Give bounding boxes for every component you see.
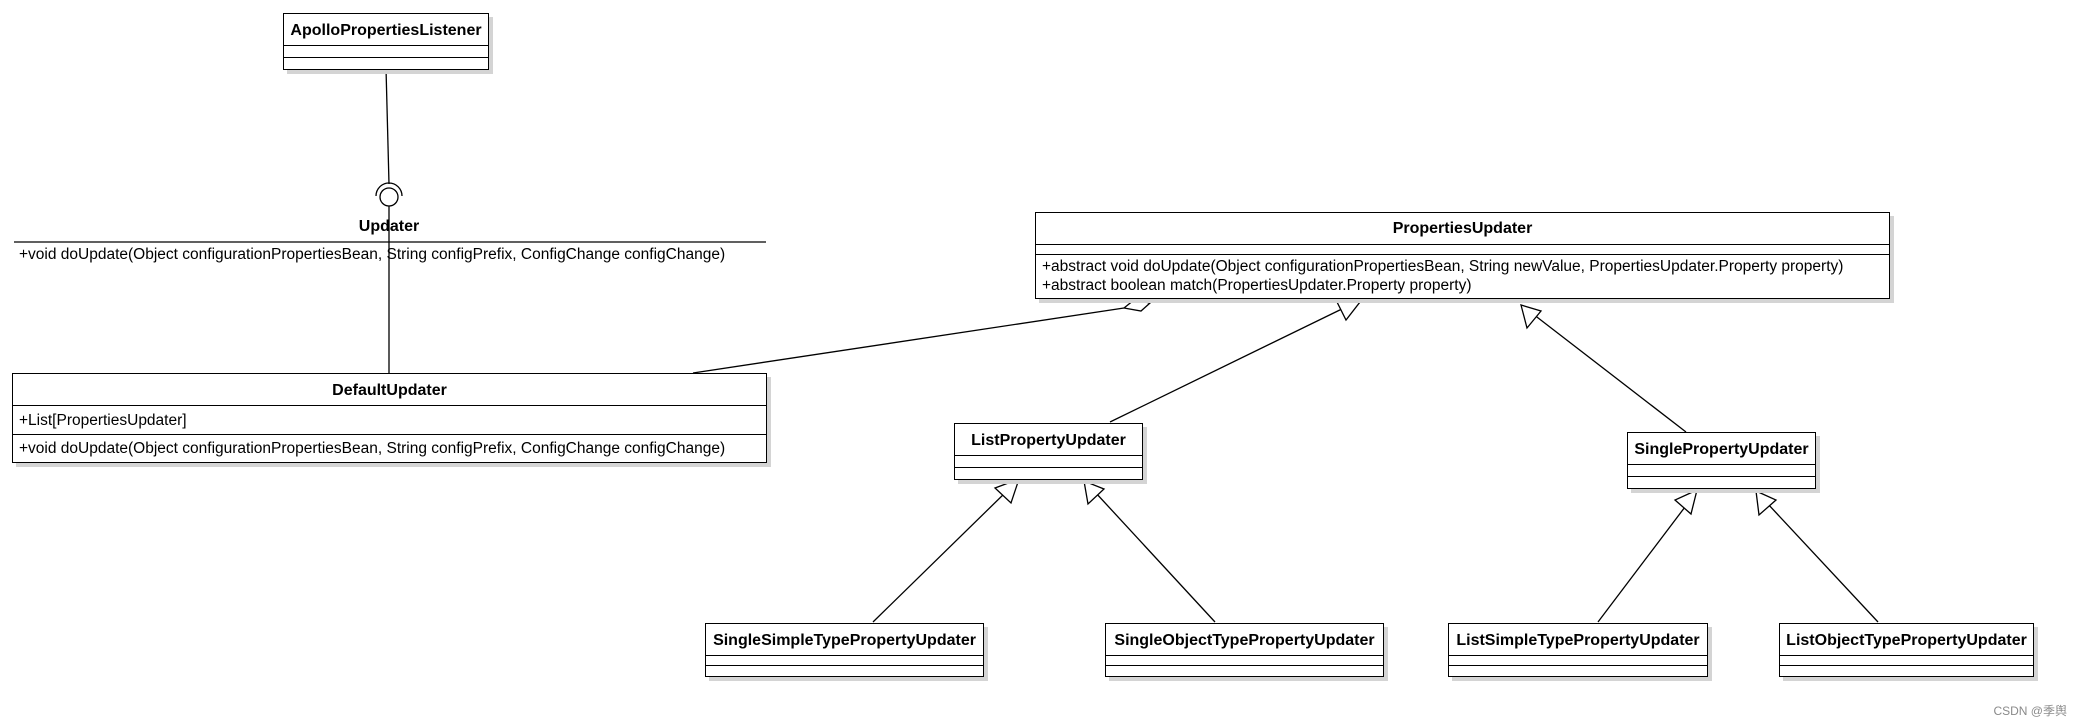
class-list-simple-type-property-updater[interactable]: ListSimpleTypePropertyUpdater xyxy=(1448,623,1708,677)
gen-line-list-to-props xyxy=(1109,305,1349,423)
class-name: PropertiesUpdater xyxy=(1392,220,1533,237)
operation-line: +abstract void doUpdate(Object configura… xyxy=(1042,258,1844,275)
operations-section xyxy=(1780,665,2033,676)
class-name: SingleObjectTypePropertyUpdater xyxy=(1114,632,1375,649)
gen-line-lotp-to-single xyxy=(1766,502,1879,623)
operations-section: +void doUpdate(Object configurationPrope… xyxy=(13,434,766,462)
listener-to-socket-line xyxy=(385,67,390,185)
class-name: ListSimpleTypePropertyUpdater xyxy=(1456,632,1700,649)
class-name: ListObjectTypePropertyUpdater xyxy=(1786,632,2027,649)
class-apollo-properties-listener[interactable]: ApolloPropertiesListener xyxy=(283,13,489,70)
attributes-section xyxy=(1106,655,1383,665)
attributes-section: +List[PropertiesUpdater] xyxy=(13,405,766,434)
class-list-object-type-property-updater[interactable]: ListObjectTypePropertyUpdater xyxy=(1779,623,2034,677)
class-single-property-updater[interactable]: SinglePropertyUpdater xyxy=(1627,432,1816,489)
provided-interface-ball xyxy=(379,187,399,207)
gen-arrow-lotp-to-single xyxy=(1755,489,1778,517)
operations-section xyxy=(1628,476,1815,488)
class-list-property-updater[interactable]: ListPropertyUpdater xyxy=(954,423,1143,480)
attributes-section xyxy=(284,45,488,57)
class-name: ApolloPropertiesListener xyxy=(290,22,482,39)
aggregation-diamond xyxy=(1122,299,1152,312)
class-properties-updater[interactable]: PropertiesUpdater +abstract void doUpdat… xyxy=(1035,212,1890,299)
attributes-section xyxy=(1780,655,2033,665)
interface-updater-operation: +void doUpdate(Object configurationPrope… xyxy=(19,246,726,263)
operations-section xyxy=(284,57,488,69)
gen-arrow-single-to-props xyxy=(1520,304,1543,330)
gen-line-sstp-to-list xyxy=(872,489,1009,623)
gen-arrow-lstp-to-single xyxy=(1673,488,1698,516)
class-name: ListPropertyUpdater xyxy=(971,432,1126,449)
operations-section xyxy=(955,467,1142,479)
attributes-section xyxy=(1036,244,1889,254)
gen-arrow-sotp-to-list xyxy=(1083,479,1106,506)
attribute-line: +List[PropertiesUpdater] xyxy=(19,412,187,429)
attributes-section xyxy=(1628,464,1815,476)
operations-section xyxy=(706,665,983,676)
aggregation-line xyxy=(692,307,1125,374)
attributes-section xyxy=(955,455,1142,467)
gen-line-sotp-to-list xyxy=(1094,491,1216,623)
operations-section xyxy=(1106,665,1383,676)
class-default-updater[interactable]: DefaultUpdater +List[PropertiesUpdater] … xyxy=(12,373,767,463)
gen-arrow-list-to-props xyxy=(1334,299,1362,322)
class-name: SingleSimpleTypePropertyUpdater xyxy=(713,632,976,649)
required-interface-socket xyxy=(375,182,403,197)
attributes-section xyxy=(706,655,983,665)
interface-updater-name[interactable]: Updater xyxy=(358,218,420,235)
operation-line: +void doUpdate(Object configurationPrope… xyxy=(19,440,726,457)
operations-section xyxy=(1449,665,1707,676)
gen-line-lstp-to-single xyxy=(1597,502,1689,623)
gen-arrow-sstp-to-list xyxy=(993,477,1021,505)
class-name: DefaultUpdater xyxy=(332,382,447,399)
gen-line-single-to-props xyxy=(1532,313,1687,433)
attributes-section xyxy=(1449,655,1707,665)
class-single-simple-type-property-updater[interactable]: SingleSimpleTypePropertyUpdater xyxy=(705,623,984,677)
class-name: SinglePropertyUpdater xyxy=(1634,441,1809,458)
watermark: CSDN @季舆 xyxy=(1993,704,2067,718)
class-single-object-type-property-updater[interactable]: SingleObjectTypePropertyUpdater xyxy=(1105,623,1384,677)
operations-section: +abstract void doUpdate(Object configura… xyxy=(1036,254,1889,298)
operation-line: +abstract boolean match(PropertiesUpdate… xyxy=(1042,277,1472,294)
